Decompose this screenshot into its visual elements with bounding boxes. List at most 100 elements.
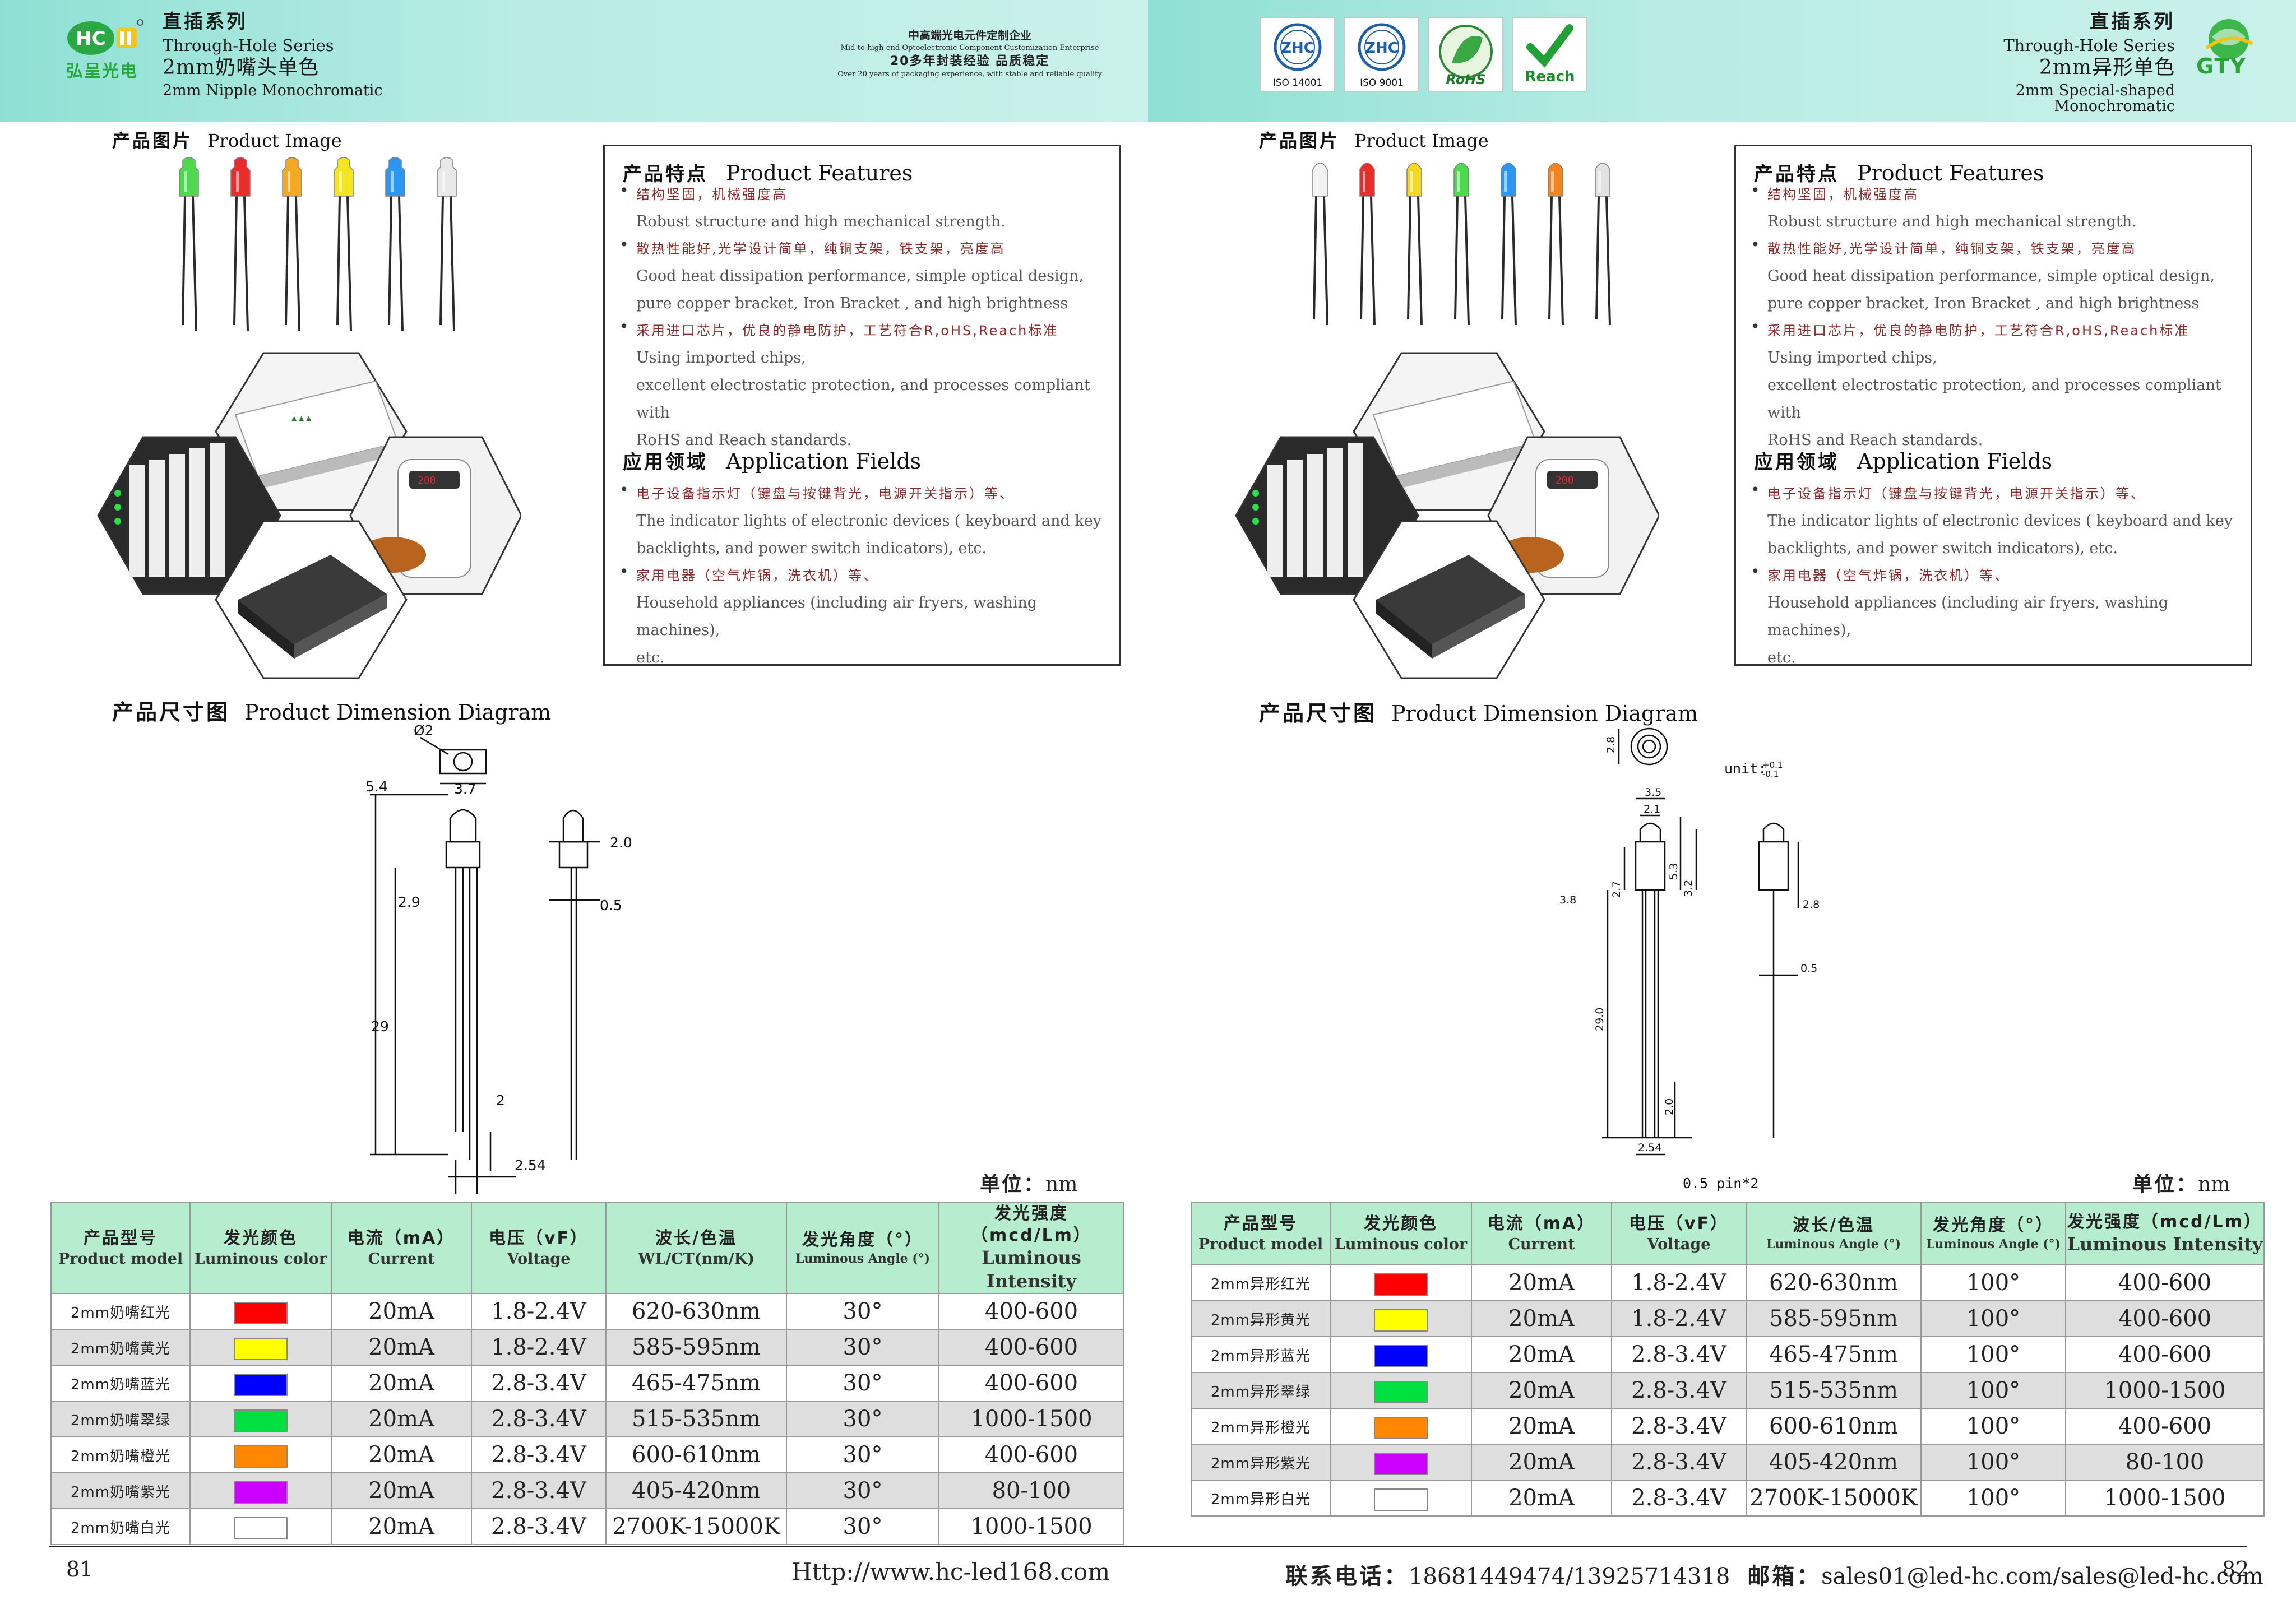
device-box-image <box>1353 520 1545 679</box>
device-box-image <box>215 520 408 679</box>
dim-label: 2.9 <box>398 894 420 910</box>
cell-model: 2mm奶嘴翠绿 <box>50 1401 191 1438</box>
website-link[interactable]: Http://www.hc-led168.com <box>791 1558 1110 1585</box>
cell-color <box>1330 1336 1472 1373</box>
cell-current: 20mA <box>1471 1480 1612 1517</box>
cell-voltage: 1.8-2.4V <box>1611 1264 1747 1301</box>
series-title-cn: 直插系列 <box>163 11 248 33</box>
cell-color <box>1330 1372 1472 1409</box>
cell-wavelength: 600-610nm <box>605 1436 787 1474</box>
product-title-en: 2mm Special-shaped Monochromatic <box>2015 81 2175 115</box>
color-swatch <box>1374 1309 1428 1332</box>
cell-voltage: 2.8-3.4V <box>1611 1408 1747 1445</box>
cell-model: 2mm奶嘴红光 <box>50 1293 191 1330</box>
cell-model: 2mm异形紫光 <box>1191 1444 1331 1481</box>
header-band-right <box>1148 0 2296 122</box>
product-title-en: 2mm Nipple Monochromatic <box>163 81 383 99</box>
dim-label: 3.7 <box>454 781 476 797</box>
cell-model: 2mm异形翠绿 <box>1191 1372 1331 1409</box>
left-page: HC 弘呈光电 直插系列 Through-Hole Series 2mm奶嘴头单… <box>0 0 1148 1623</box>
front-view: 5.4 2.9 29 2 2.54 <box>365 778 546 1194</box>
cell-color <box>1330 1480 1472 1517</box>
cell-wavelength: 465-475nm <box>605 1365 787 1402</box>
cell-intensity: 80-100 <box>2065 1444 2265 1481</box>
dim-label: 2.8 <box>1605 736 1617 753</box>
rohs-badge: RoHS <box>1428 17 1503 92</box>
dim-label: 3.8 <box>1559 894 1576 906</box>
cell-voltage: 2.8-3.4V <box>471 1401 607 1438</box>
cell-color <box>189 1329 332 1366</box>
phone-label: 联系电话： <box>1285 1564 1409 1589</box>
cell-voltage: 2.8-3.4V <box>1611 1480 1747 1517</box>
cell-angle: 100° <box>1920 1444 2066 1481</box>
led-sample <box>230 157 251 331</box>
left-series-block: 直插系列 Through-Hole Series 2mm奶嘴头单色 2mm Ni… <box>163 12 383 99</box>
dim-label: Ø2 <box>414 722 434 739</box>
iso14001-badge: ZHC ISO 14001 <box>1260 17 1335 92</box>
cell-voltage: 2.8-3.4V <box>471 1365 607 1402</box>
cell-voltage: 2.8-3.4V <box>471 1508 607 1546</box>
led-sample <box>1595 163 1611 326</box>
cell-intensity: 400-600 <box>2065 1264 2265 1301</box>
col-header-angle: 发光角度（°）Luminous Angle (°) <box>1920 1202 2066 1265</box>
cell-model: 2mm异形白光 <box>1191 1480 1331 1517</box>
cell-intensity: 400-600 <box>938 1365 1124 1402</box>
led-sample <box>437 157 457 331</box>
cell-voltage: 2.8-3.4V <box>1611 1336 1747 1373</box>
cell-angle: 100° <box>1920 1480 2066 1517</box>
svg-text:RoHS: RoHS <box>1446 72 1485 87</box>
cell-color <box>1330 1444 1472 1481</box>
application-item: 家用电器（空气炸锅，洗衣机）等、Household appliances (in… <box>1748 562 2236 671</box>
cell-angle: 30° <box>786 1436 939 1474</box>
dim-label: 2.7 <box>1610 881 1623 898</box>
cell-angle: 30° <box>786 1365 939 1402</box>
color-swatch <box>234 1409 288 1432</box>
dim-label: 2.0 <box>610 834 632 851</box>
led-sample <box>179 157 199 331</box>
col-header-current: 电流（mA）Current <box>1471 1202 1612 1265</box>
dim-label: 29.0 <box>1594 1008 1606 1031</box>
cell-color <box>189 1436 332 1474</box>
footer-contact: 联系电话：18681449474/13925714318 邮箱：sales01@… <box>1285 1558 2263 1590</box>
hc-logo-icon: HC <box>67 19 144 55</box>
brand-name-cn: 弘呈光电 <box>66 62 138 81</box>
cell-intensity: 400-600 <box>2065 1408 2265 1445</box>
top-view: 2.8 unit: +0.1 -0.1 <box>1605 727 1783 779</box>
cell-current: 20mA <box>331 1472 472 1510</box>
application-hex-collage: ▲ ▲ ▲ 200 <box>97 352 521 679</box>
right-series-block: 直插系列 Through-Hole Series 2mm异形单色 2mm Spe… <box>1989 12 2175 115</box>
cell-wavelength: 620-630nm <box>605 1293 787 1330</box>
cell-intensity: 400-600 <box>2065 1336 2265 1373</box>
color-swatch <box>1374 1381 1428 1403</box>
cell-intensity: 400-600 <box>938 1293 1124 1330</box>
phone-numbers[interactable]: 18681449474/13925714318 <box>1409 1564 1730 1589</box>
led-sample <box>1501 163 1517 326</box>
cell-intensity: 1000-1500 <box>938 1401 1124 1438</box>
unit-label: 单位：nm <box>2132 1173 2230 1196</box>
svg-text:ZHC: ZHC <box>1365 40 1399 57</box>
cell-color <box>189 1401 332 1438</box>
cell-model: 2mm异形橙光 <box>1191 1408 1331 1445</box>
email-addresses[interactable]: sales01@led-hc.com/sales@led-hc.com <box>1821 1564 2263 1589</box>
cell-angle: 100° <box>1920 1336 2066 1373</box>
cell-intensity: 1000-1500 <box>2065 1372 2265 1409</box>
led-sample <box>1359 163 1376 326</box>
cell-voltage: 2.8-3.4V <box>1611 1444 1747 1481</box>
application-list: 电子设备指示灯（键盘与按键背光，电源开关指示）等、The indicator l… <box>617 480 1105 671</box>
color-swatch <box>234 1445 288 1468</box>
cell-intensity: 400-600 <box>938 1436 1124 1474</box>
right-page: ZHC ISO 14001 ZHC ISO 9001 RoHS Reach <box>1148 0 2296 1623</box>
